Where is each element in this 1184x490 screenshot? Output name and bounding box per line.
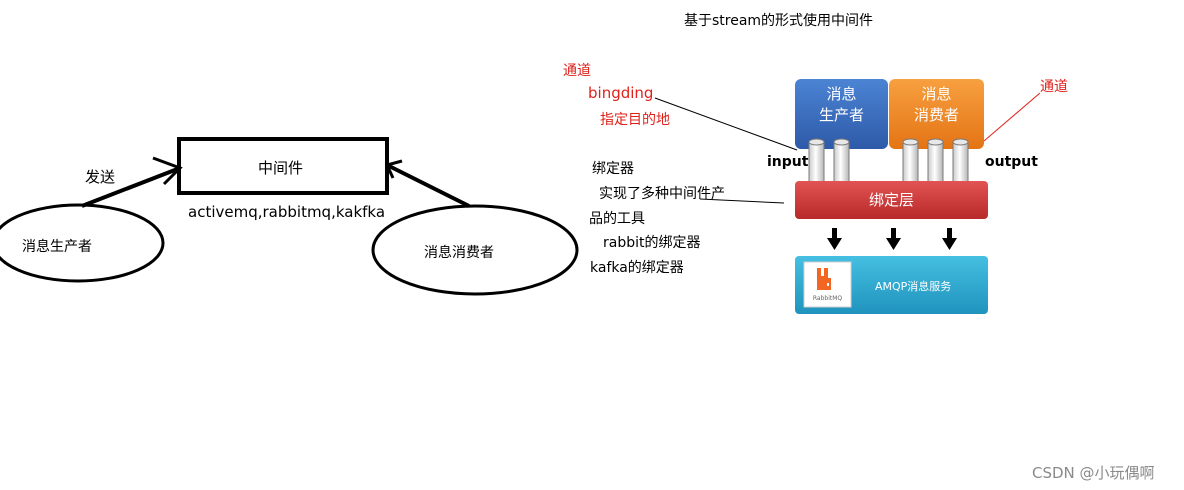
binder-desc-line1: 实现了多种中间件产 [599, 186, 725, 202]
binding-layer-label: 绑定层 [868, 191, 914, 209]
producer-block-text: 消息 生产者 [795, 84, 888, 126]
amqp-service-label: AMQP消息服务 [875, 280, 952, 293]
destination-label: 指定目的地 [600, 112, 670, 128]
rabbitmq-logo-text: RabbitMQ [812, 295, 843, 302]
binding-layer-block [795, 181, 988, 219]
kafka-binder-label: kafka的绑定器 [590, 260, 684, 276]
middleware-examples: activemq,rabbitmq,kakfka [188, 203, 386, 221]
input-label: input [767, 154, 809, 170]
consumer-line1: 消息 [921, 85, 952, 103]
down-arrows [827, 228, 957, 250]
output-pipes [902, 138, 969, 191]
send-arrow [81, 156, 183, 208]
producer-ellipse [0, 203, 165, 283]
consumer-ellipse [371, 204, 579, 296]
output-label: output [985, 154, 1038, 170]
binder-title: 绑定器 [592, 161, 634, 177]
rabbitmq-icon [817, 268, 831, 290]
binding-pointer-line [654, 97, 798, 151]
producer-block [795, 79, 888, 149]
consumer-label: 消息消费者 [424, 245, 494, 261]
binder-desc-line2: 品的工具 [589, 211, 645, 227]
channel-pointer-line [983, 92, 1041, 142]
consumer-block-text: 消息 消费者 [889, 84, 984, 126]
channel-label-right: 通道 [1040, 79, 1068, 95]
producer-line1: 消息 [826, 85, 857, 103]
consumer-block [889, 79, 984, 149]
watermark: CSDN @小玩偶啊 [1032, 464, 1155, 482]
producer-label: 消息生产者 [22, 239, 92, 255]
producer-line2: 生产者 [818, 106, 864, 124]
channel-label-left: 通道 [563, 63, 591, 79]
binding-label: bingding [588, 84, 654, 102]
input-pipes [808, 138, 850, 191]
send-label: 发送 [85, 168, 116, 186]
consume-arrow [384, 159, 470, 208]
middleware-label: 中间件 [258, 159, 304, 177]
diagram-title: 基于stream的形式使用中间件 [684, 13, 874, 29]
binder-pointer-line [699, 198, 785, 204]
consumer-line2: 消费者 [913, 106, 959, 124]
rabbit-binder-label: rabbit的绑定器 [603, 235, 701, 251]
